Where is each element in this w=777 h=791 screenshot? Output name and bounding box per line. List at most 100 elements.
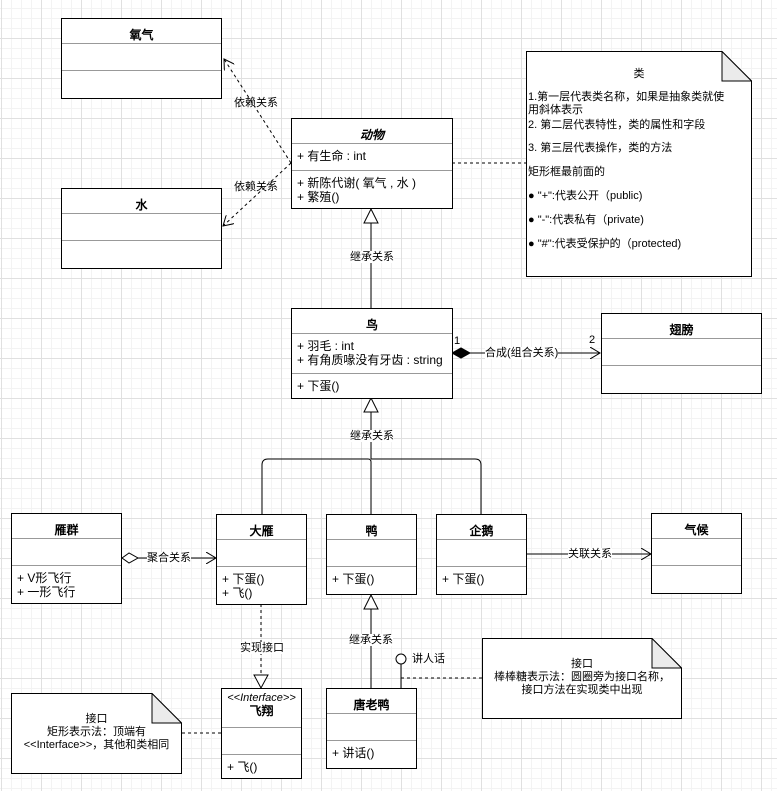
method-item: + 讲话() [332, 746, 375, 760]
note-line: 棒棒糖表示法：圆圈旁为接口名称， [494, 671, 670, 683]
bullet-icon: ● [528, 190, 538, 202]
class-name: 鸟 [365, 318, 378, 332]
method-item: + 下蛋() [442, 572, 485, 586]
label-dependency-water: 依赖关系 [234, 181, 278, 193]
class-name: 鸭 [365, 524, 378, 538]
method-item: + V形飞行 [17, 571, 72, 585]
note-line: <<Interface>>，其他和类相同 [23, 739, 170, 751]
class-duck[interactable]: 鸭 + 下蛋() [326, 514, 417, 595]
lollipop-circle [395, 653, 407, 665]
class-bird[interactable]: 鸟 + 羽毛 : int + 有角质喙没有牙齿 : string + 下蛋() [291, 308, 453, 399]
label-aggregation: 聚合关系 [147, 552, 191, 564]
note-bullet-item: ● "-":代表私有（private) [528, 214, 644, 227]
divider [602, 365, 761, 366]
class-climate[interactable]: 气候 [651, 513, 742, 594]
composition-diamond [450, 347, 472, 359]
divider [62, 240, 221, 241]
divider [217, 539, 306, 540]
attribute-item: + 羽毛 : int [297, 339, 355, 353]
label-multiplicity-wing: 2 [589, 334, 596, 346]
divider [12, 565, 121, 566]
dependency-line-water [223, 162, 292, 226]
class-name: 翅膀 [669, 323, 694, 337]
class-water[interactable]: 水 [61, 188, 222, 269]
method-item: + 新陈代谢( 氧气 , 水 ) [297, 176, 417, 190]
label-realization: 实现接口 [240, 642, 284, 654]
method-item: + 繁殖() [297, 190, 340, 204]
class-donald-duck[interactable]: 唐老鸭 + 讲话() [326, 688, 417, 769]
method-item: + 下蛋() [297, 379, 340, 393]
note-rectangle-interface[interactable]: 接口 矩形表示法：顶端有 <<Interface>>，其他和类相同 [11, 693, 182, 774]
divider [602, 338, 761, 339]
interface-fly[interactable]: <<Interface>> 飞翔 + 飞() [221, 688, 302, 779]
note-title: 接口 [571, 658, 593, 670]
divider [292, 170, 452, 171]
divider [652, 538, 741, 539]
class-oxygen[interactable]: 氧气 [61, 18, 222, 99]
attribute-item: + 有生命 : int [297, 149, 367, 163]
class-goose-flock[interactable]: 雁群 + V形飞行 + 一形飞行 [11, 513, 122, 604]
divider [292, 373, 452, 374]
note-line: 矩形框最前面的 [528, 166, 605, 178]
divider [222, 727, 301, 728]
class-name: 飞翔 [249, 704, 274, 718]
method-item: + 飞() [222, 586, 253, 600]
divider [12, 538, 121, 539]
note-lollipop-interface[interactable]: 接口 棒棒糖表示法：圆圈旁为接口名称， 接口方法在实现类中出现 [482, 638, 682, 719]
interface-name-block: <<Interface>> 飞翔 [222, 689, 301, 718]
class-name: 动物 [359, 128, 384, 142]
divider [652, 565, 741, 566]
note-shape [482, 638, 682, 719]
note-line: 3. 第三层代表操作，类的方法 [528, 142, 673, 154]
divider [327, 539, 416, 540]
note-shape [11, 693, 182, 774]
label-inheritance-bird: 继承关系 [350, 430, 394, 442]
divider [62, 70, 221, 71]
class-wing[interactable]: 翅膀 [601, 313, 762, 394]
class-name: 唐老鸭 [353, 698, 390, 712]
note-body: 接口 棒棒糖表示法：圆圈旁为接口名称， 接口方法在实现类中出现 [482, 658, 682, 697]
divider [327, 713, 416, 714]
class-animal[interactable]: 动物 + 有生命 : int + 新陈代谢( 氧气 , 水 ) + 繁殖() [291, 118, 453, 209]
class-name: 雁群 [54, 523, 79, 537]
bullet-icon: ● [528, 214, 538, 226]
inheritance-tree [261, 412, 482, 514]
note-line: 1.第一层代表类名称，如果是抽象类就使用斜体表示 [528, 91, 725, 116]
note-line: "-":代表私有（private) [537, 214, 644, 226]
note-class-explanation[interactable]: 类 1.第一层代表类名称，如果是抽象类就使用斜体表示 2. 第二层代表特性，类的… [526, 51, 752, 277]
method-item: + 下蛋() [222, 572, 265, 586]
method-item: + 下蛋() [332, 572, 375, 586]
note-bullet-item: ● "#":代表受保护的（protected) [528, 238, 681, 251]
class-name: 大雁 [249, 524, 274, 538]
inheritance-arrowhead-animal [363, 207, 379, 224]
divider [222, 754, 301, 755]
label-inheritance-animal: 继承关系 [350, 251, 394, 263]
method-item: + 飞() [227, 760, 258, 774]
class-name: 氧气 [129, 28, 154, 42]
note-title: 接口 [85, 713, 108, 725]
divider [292, 333, 452, 334]
bullet-icon: ● [528, 238, 538, 250]
note-shape [526, 51, 752, 277]
divider [217, 566, 306, 567]
label-inheritance-duck: 继承关系 [349, 634, 393, 646]
realization-arrowhead [253, 674, 269, 690]
label-multiplicity-bird: 1 [454, 335, 461, 347]
class-name: 水 [135, 198, 148, 212]
class-name: 企鹅 [469, 524, 494, 538]
divider [327, 566, 416, 567]
note-line: "+":代表公开（public) [537, 190, 643, 202]
note-title: 类 [633, 68, 645, 80]
label-composition: 合成(组合关系) [485, 347, 559, 359]
attribute-item: + 有角质喙没有牙齿 : string [297, 353, 443, 367]
dependency-line-oxygen [224, 59, 292, 164]
label-lollipop-interface: 讲人话 [412, 653, 445, 665]
divider [62, 43, 221, 44]
note-bullet-item: ● "+":代表公开（public) [528, 190, 642, 203]
stereotype-label: <<Interface>> [227, 692, 296, 704]
divider [327, 740, 416, 741]
divider [437, 539, 526, 540]
class-penguin[interactable]: 企鹅 + 下蛋() [436, 514, 527, 595]
class-goose[interactable]: 大雁 + 下蛋() + 飞() [216, 514, 307, 605]
label-dependency-oxygen: 依赖关系 [234, 97, 278, 109]
